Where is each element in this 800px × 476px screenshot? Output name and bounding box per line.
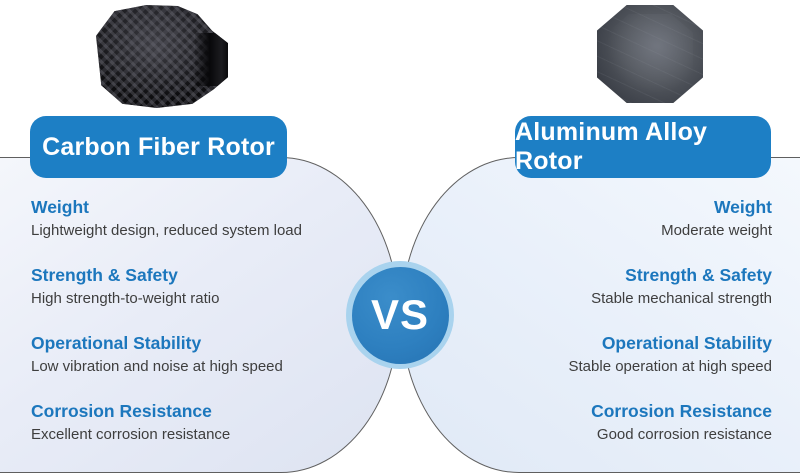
carbon-fiber-rotor-photo [96,5,228,108]
right-panel-title-label: Aluminum Alloy Rotor [515,118,708,175]
feature-description: Low vibration and noise at high speed [31,358,283,375]
list-item: Strength & Safety Stable mechanical stre… [569,264,772,309]
left-panel-title-label: Carbon Fiber Rotor [42,132,275,161]
list-item: Weight Lightweight design, reduced syste… [31,196,302,241]
feature-description: High strength-to-weight ratio [31,290,220,307]
left-comparison-panel [0,157,399,473]
list-item: Corrosion Resistance Good corrosion resi… [569,400,772,445]
feature-description: Excellent corrosion resistance [31,426,231,443]
vs-badge-ring: VS [346,261,454,369]
feature-label: Operational Stability [31,333,202,353]
feature-description: Lightweight design, reduced system load [31,222,302,239]
left-panel-title: Carbon Fiber Rotor [30,116,287,178]
list-item: Operational Stability Stable operation a… [569,332,773,377]
list-item: Corrosion Resistance Excellent corrosion… [31,400,302,445]
vs-label: VS [370,291,430,338]
aluminum-alloy-rotor-photo [597,5,703,103]
feature-label: Weight [31,197,90,217]
left-feature-list: Weight Lightweight design, reduced syste… [31,196,302,445]
feature-description: Stable operation at high speed [568,358,773,375]
feature-label: Corrosion Resistance [31,401,212,421]
right-feature-list: Weight Moderate weight Strength & Safety… [569,196,773,445]
list-item: Strength & Safety High strength-to-weigh… [31,264,302,309]
list-item: Weight Moderate weight [569,196,772,241]
list-item: Operational Stability Low vibration and … [31,332,302,377]
right-panel-title: Aluminum Alloy Rotor [515,116,771,178]
feature-label: Weight [713,197,772,217]
feature-label: Strength & Safety [625,265,772,285]
feature-description: Good corrosion resistance [596,426,772,443]
aluminum-rotor-face [606,13,694,95]
feature-label: Corrosion Resistance [591,401,772,421]
vs-badge: VS [351,266,449,364]
carbon-rotor-shaft-boss [195,32,228,87]
feature-description: Stable mechanical strength [591,290,772,307]
right-comparison-panel [401,157,800,473]
feature-label: Operational Stability [601,333,772,353]
feature-label: Strength & Safety [31,265,178,285]
feature-description: Moderate weight [661,222,772,239]
